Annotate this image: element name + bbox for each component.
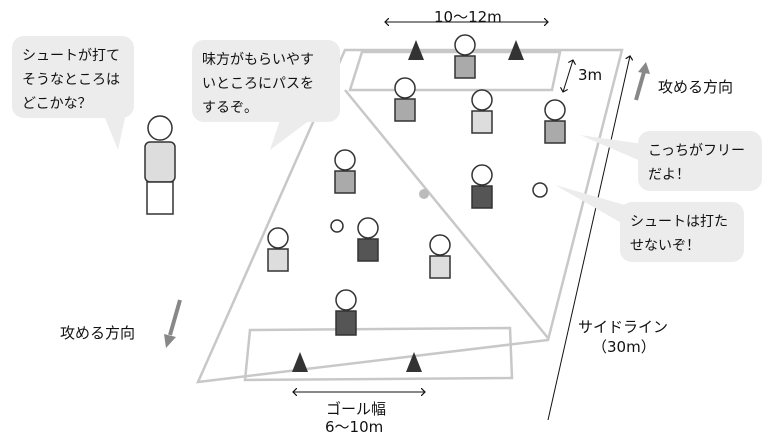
free-player-speech-bubble: こっちがフリー だよ！ (638, 131, 762, 191)
bubble-line: するぞ。 (202, 100, 258, 116)
top-goal-width-label: 10〜12m (434, 8, 502, 26)
goal-area-depth-label: 3m (578, 66, 603, 84)
passer-speech-bubble: 味方がもらいやす いところにパスを するぞ。 (192, 40, 340, 122)
goal-width-title: ゴール幅 (326, 400, 387, 418)
cones (292, 40, 524, 372)
sideline-length-label: （30m） (592, 338, 656, 356)
depth-arrow (563, 60, 573, 92)
bubble-line: せないぞ！ (630, 238, 700, 254)
sideline-label: サイドライン (578, 318, 669, 336)
bubble-line: 味方がもらいやす (202, 52, 314, 68)
coach-speech-bubble: シュートが打て そうなところは どこかな？ (12, 36, 134, 118)
attack-arrow-down-icon (168, 299, 182, 336)
bubble-line: シュートが打て (22, 48, 120, 64)
bubble-line: そうなところは (22, 72, 120, 88)
defender-speech-bubble: シュートは打た せないぞ！ (620, 202, 744, 262)
attack-arrow-up-icon (634, 71, 646, 101)
bubble-line: いところにパスを (202, 76, 314, 92)
bubble-line: だよ！ (648, 167, 690, 183)
bubble-line: こっちがフリー (648, 143, 746, 159)
field-outline (195, 48, 624, 384)
goal-width-value: 6〜10m (325, 418, 384, 436)
bubble-tails (105, 118, 650, 225)
players (144, 34, 566, 336)
attack-direction-bottom-label: 攻める方向 (60, 324, 136, 342)
bubble-line: どこかな？ (22, 96, 92, 112)
sideline-arrow (547, 56, 630, 421)
bubble-line: シュートは打た (630, 214, 728, 230)
attack-direction-top-label: 攻める方向 (658, 78, 734, 96)
coach-figure (144, 115, 176, 215)
center-mark (419, 189, 429, 199)
